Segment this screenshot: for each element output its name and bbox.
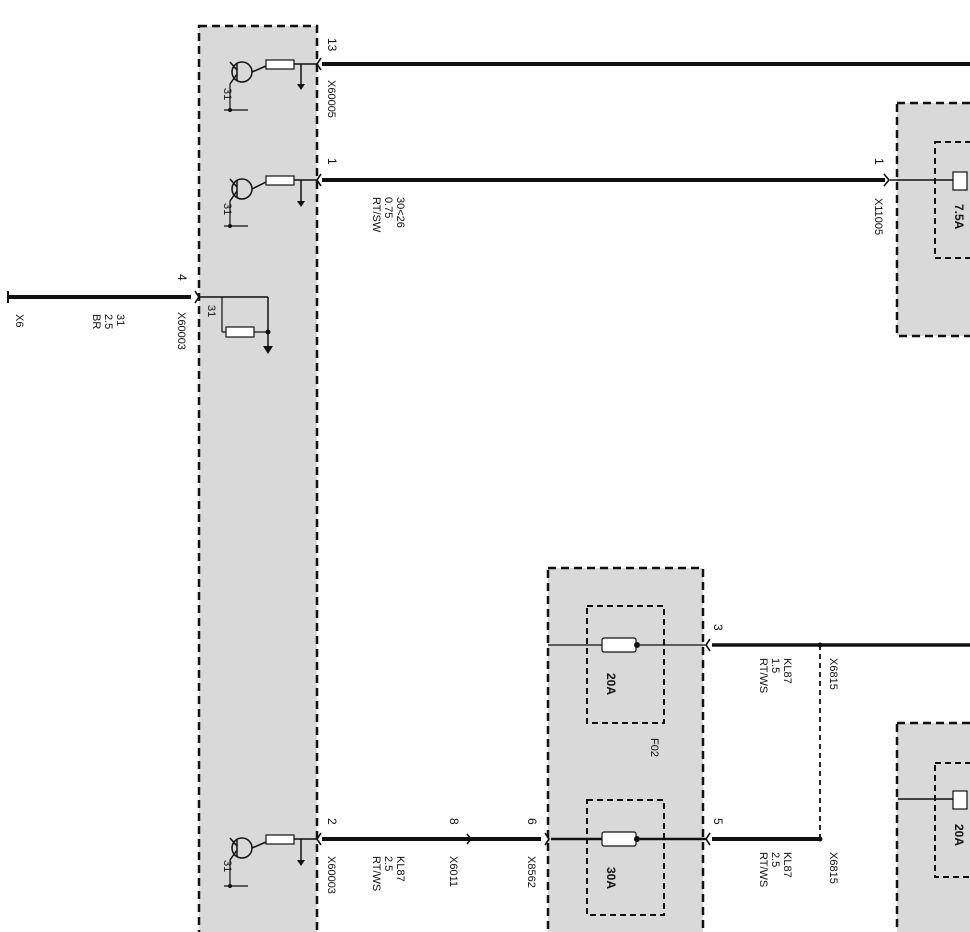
wire-label-ground: 31 2.5 BR [90,314,126,329]
splice-dot-top [817,642,823,648]
ground-wire-size: 2.5 [102,314,114,329]
pin-number-x11005: 1 [872,158,886,165]
fuse-30a-rating: 30A [604,867,618,889]
terminal-name-x6: X6 [13,314,25,327]
ground-resistor-4 [199,296,273,354]
fuse-30a-element [551,831,706,847]
pin1-wire-color: RT/SW [370,197,382,233]
out-top-wire-color: RT/WS [757,658,769,693]
fuse-box-bottom-right [895,721,970,932]
connector-chevron-2 [316,832,322,846]
connector-chevron-8 [466,833,473,845]
ground-label-4: 31 [205,305,217,317]
fuse-20a-rating: 20A [604,673,618,695]
connector-chevron-5 [705,832,711,846]
pin2-wire-color: RT/WS [370,856,382,891]
transistor-driver-1 [224,175,318,228]
connector-name-x60003-pin4: X60003 [175,312,187,350]
fuse-inner-top-right [934,141,970,259]
connector-name-x6011: X6011 [447,856,459,887]
connector-chevron-x11005 [883,173,891,187]
connector-name-x60005: X60005 [325,80,337,118]
ground-label-13: 31 [221,88,233,100]
pin-number-1: 1 [325,158,339,165]
splice-dot-bottom [817,836,823,842]
connector-chevron-6 [544,832,550,846]
out-bottom-wire-size: 2.5 [769,852,781,867]
pin-number-8: 8 [447,818,461,825]
wire-label-out-bottom: KL87 2.5 RT/WS [757,852,793,887]
pin-number-6: 6 [525,818,539,825]
connector-name-x11005: X11005 [872,198,884,235]
connector-name-x60003-pin2: X60003 [325,856,337,894]
connector-chevron-13 [316,57,322,71]
pin1-wire-circuit: 30<26 [394,197,406,228]
fuse-inner-20a [586,605,665,724]
transistor-driver-13 [224,59,318,112]
pin1-wire-size: 0.75 [382,197,394,218]
connector-chevron-1 [316,173,322,187]
wire-label-pin1: 30<26 0.75 RT/SW [370,197,406,233]
fuse-top-right-rating: 7.5A [952,204,966,230]
out-top-wire-size: 1.5 [769,658,781,673]
fuse-bottom-right-element [952,790,968,810]
fuse-20a-element [548,637,706,653]
fuse-bottom-right-rating: 20A [952,824,966,846]
ground-label-2: 31 [221,860,233,872]
pin2-wire-circuit: KL87 [394,856,406,882]
connector-name-x8562: X8562 [525,856,537,888]
fuse-module-middle [546,566,705,932]
pin-number-5: 5 [711,818,725,825]
ground-label-1: 31 [221,203,233,215]
out-bottom-wire-circuit: KL87 [781,852,793,878]
left-module-box [197,24,319,932]
transistor-driver-2 [224,834,318,888]
out-bottom-wire-color: RT/WS [757,852,769,887]
ground-wire-circuit: 31 [114,314,126,326]
pin-number-3: 3 [711,624,725,631]
connector-chevron-3 [705,638,711,652]
fuse-top-right-element [952,171,968,191]
fuse-inner-30a [586,799,665,916]
wire-label-pin2: KL87 2.5 RT/WS [370,856,406,891]
pin-number-4: 4 [175,274,189,281]
pin2-wire-size: 2.5 [382,856,394,871]
fuse-inner-bottom-right [934,762,970,878]
connector-name-x6815-top: X6815 [827,658,839,690]
out-top-wire-circuit: KL87 [781,658,793,684]
pin-number-13: 13 [325,38,339,52]
connector-name-x6815-bottom: X6815 [827,852,839,884]
ground-wire-color: BR [90,314,102,329]
fuse-label-f02: F02 [648,738,660,757]
wire-label-out-top: KL87 1.5 RT/WS [757,658,793,693]
pin-number-2: 2 [325,818,339,825]
connector-chevron-4 [194,290,200,304]
